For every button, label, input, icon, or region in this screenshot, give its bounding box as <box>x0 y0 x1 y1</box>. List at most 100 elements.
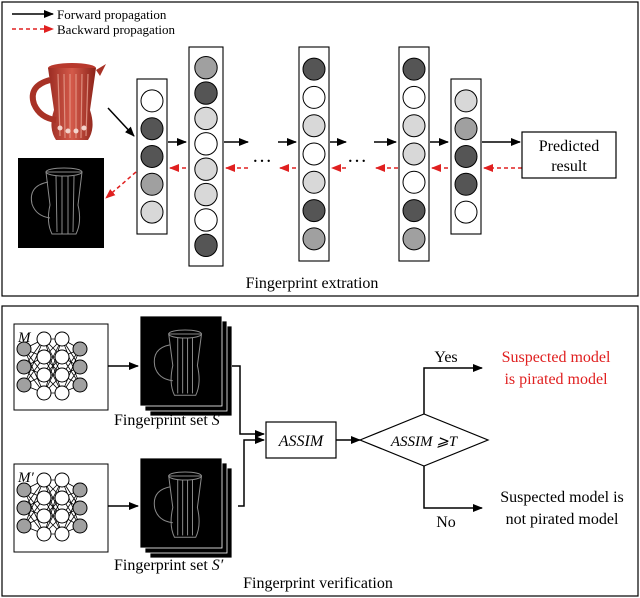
fingerprint-set-s-label: Fingerprint set S <box>114 412 220 429</box>
neuron <box>194 208 218 232</box>
neuron <box>302 57 326 81</box>
neuron <box>302 170 326 194</box>
backward-arrows <box>105 164 522 199</box>
neuron <box>140 89 164 113</box>
network-node <box>54 385 70 401</box>
network-node <box>36 385 52 401</box>
neuron <box>402 85 426 109</box>
network-node <box>72 500 88 516</box>
outcome-pirated-line2: is pirated model <box>504 371 608 388</box>
legend-forward-label: Forward propagation <box>57 7 167 22</box>
neuron <box>302 114 326 138</box>
network-columns <box>136 46 482 267</box>
model-m-prime-box: M′ <box>13 463 109 553</box>
network-node <box>36 331 52 347</box>
yes-branch-arrow <box>423 364 483 414</box>
network-node <box>36 472 52 488</box>
connectors-to-assim <box>232 365 265 507</box>
outcome-not-pirated-line1: Suspected model is <box>500 489 624 506</box>
network-node <box>54 472 70 488</box>
neuron <box>454 172 478 196</box>
decision-label: ASSIM ⩾T <box>390 434 459 450</box>
outcome-not-pirated-line2: not pirated model <box>506 511 619 528</box>
neuron <box>402 170 426 194</box>
outcome-pirated-line1: Suspected model <box>502 349 611 366</box>
network-node <box>16 500 32 516</box>
neuron-column-4 <box>398 46 430 262</box>
neuron <box>194 182 218 207</box>
network-node <box>36 490 52 506</box>
neuron <box>140 117 164 141</box>
verification-panel <box>1 305 639 597</box>
network-node <box>16 518 32 534</box>
predicted-result-line2: result <box>551 158 587 175</box>
network-node <box>72 518 88 534</box>
neuron <box>302 199 326 223</box>
network-node <box>36 367 52 383</box>
input-image-pitcher <box>12 60 112 152</box>
neuron <box>402 114 426 138</box>
neuron <box>140 145 164 168</box>
neuron-column-3 <box>298 46 330 262</box>
extraction-panel <box>1 1 639 297</box>
neuron <box>302 227 326 251</box>
network-node <box>16 482 32 498</box>
neuron <box>402 142 426 166</box>
network-node <box>72 359 88 375</box>
predicted-result-box: Predicted result <box>521 131 617 179</box>
network-node <box>54 526 70 542</box>
network-node <box>54 367 70 383</box>
extraction-title: Fingerprint extration <box>246 275 379 292</box>
network-node <box>72 341 88 357</box>
neuron <box>140 172 164 196</box>
network-node <box>72 482 88 498</box>
neuron <box>454 200 478 224</box>
forward-arrows <box>107 107 521 146</box>
legend-backward-label: Backward propagation <box>57 22 176 37</box>
fingerprint-image-extracted <box>18 158 104 248</box>
neuron <box>402 57 426 81</box>
network-node <box>16 341 32 357</box>
model-m-network <box>16 331 88 401</box>
network-node <box>54 490 70 506</box>
model-m-box: M <box>13 323 109 411</box>
decision-diamond: ASSIM ⩾T <box>358 413 490 467</box>
model-m-prime-label: M′ <box>17 470 34 486</box>
no-branch-arrow <box>423 466 483 512</box>
legend: Forward propagation Backward propagation <box>12 7 176 37</box>
ellipsis-2: … <box>347 145 367 167</box>
neuron <box>454 117 478 141</box>
neuron <box>454 145 478 168</box>
neuron <box>302 142 326 166</box>
neuron <box>194 233 218 257</box>
network-node <box>16 359 32 375</box>
network-node <box>36 349 52 365</box>
verification-title: Fingerprint verification <box>243 575 393 592</box>
network-node <box>54 331 70 347</box>
neuron <box>402 199 426 223</box>
network-node <box>36 526 52 542</box>
neuron <box>194 56 218 80</box>
yes-label: Yes <box>434 349 457 366</box>
model-m-prime-network <box>16 472 88 542</box>
no-label: No <box>436 514 456 531</box>
fingerprint-set-s-prime-stack <box>139 457 233 559</box>
neuron <box>194 81 218 105</box>
neuron <box>194 106 218 131</box>
neuron <box>302 85 326 109</box>
network-node <box>54 508 70 524</box>
network-node <box>36 508 52 524</box>
network-node <box>16 377 32 393</box>
neuron <box>402 227 426 251</box>
assim-label: ASSIM <box>278 433 325 450</box>
model-m-label: M <box>17 330 32 346</box>
network-node <box>72 377 88 393</box>
neuron-column-1 <box>136 78 168 235</box>
fingerprint-set-s-stack <box>139 315 233 417</box>
neuron-column-5 <box>450 78 482 235</box>
assim-box: ASSIM <box>265 421 337 459</box>
neuron <box>140 200 164 224</box>
ellipsis-1: … <box>252 145 272 167</box>
neuron <box>194 132 218 156</box>
